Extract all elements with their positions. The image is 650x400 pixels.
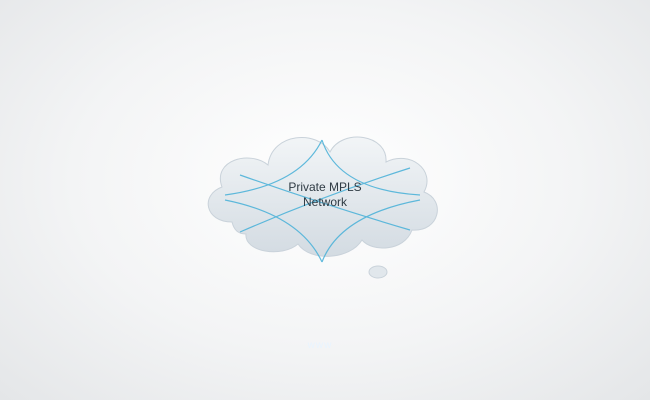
mpls-label-line2: Network <box>302 195 347 209</box>
internet-label: www <box>307 340 333 351</box>
mpls-label-line1: Private MPLS <box>288 180 362 194</box>
mpls-mesh-lines <box>224 139 421 263</box>
mpls-network-label: Private MPLS Network <box>250 180 400 210</box>
mpls-cloud <box>207 136 438 279</box>
